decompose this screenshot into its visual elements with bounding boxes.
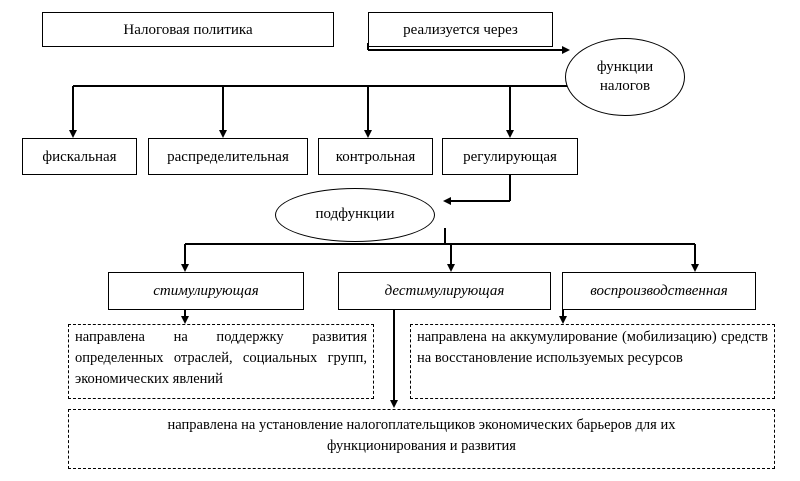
control-label: контрольная (335, 148, 416, 165)
stimulating-description-box: направлена на поддержку развития определ… (68, 324, 374, 399)
destimulating-box: дестимулирующая (338, 272, 551, 310)
tax-functions-label-1: функции (596, 58, 654, 75)
subfunctions-ellipse: подфункции (275, 188, 435, 242)
regulating-label: регулирующая (463, 148, 557, 165)
stimulating-description: направлена на поддержку развития определ… (75, 329, 367, 388)
distributive-label: распределительная (167, 148, 289, 165)
tax-functions-ellipse: функции налогов (565, 38, 685, 116)
destimulating-label: дестимулирующая (384, 283, 505, 299)
subfunctions-label: подфункции (315, 206, 395, 223)
reproductive-description-box: направлена на аккумулирование (мобилизац… (410, 324, 775, 399)
stimulating-label: стимулирующая (153, 283, 259, 299)
tax-policy-label: Налоговая политика (123, 21, 253, 38)
tax-policy-box: Налоговая политика (42, 12, 334, 47)
control-box: контрольная (318, 138, 433, 175)
reproductive-box: воспроизводственная (562, 272, 756, 310)
tax-functions-label-2: налогов (599, 78, 651, 94)
implemented-via-label: реализуется через (403, 21, 518, 38)
destimulating-description-line-2: функционирования и развития (327, 438, 516, 455)
destimulating-description-box: направлена на установление налогоплатель… (68, 409, 775, 469)
fiscal-box: фискальная (22, 138, 137, 175)
stimulating-box: стимулирующая (108, 272, 304, 310)
distributive-box: распределительная (148, 138, 308, 175)
implemented-via-box: реализуется через (368, 12, 553, 47)
reproductive-description: направлена на аккумулирование (мобилизац… (417, 329, 768, 367)
regulating-box: регулирующая (442, 138, 578, 175)
fiscal-label: фискальная (42, 148, 117, 165)
destimulating-description-line-1: направлена на установление налогоплатель… (167, 417, 676, 433)
reproductive-label: воспроизводственная (590, 283, 728, 299)
